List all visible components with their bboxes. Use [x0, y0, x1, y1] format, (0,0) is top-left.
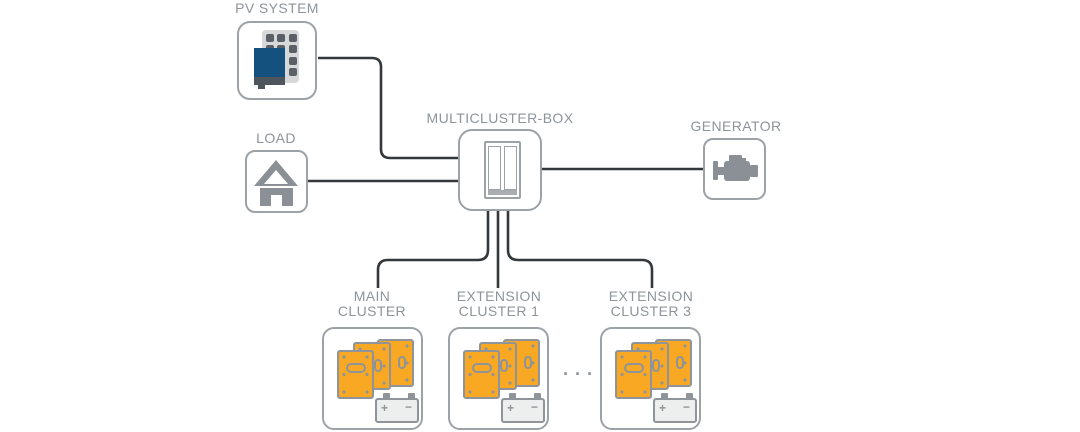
extension-cluster-1-label: EXTENSION CLUSTER 1: [456, 288, 542, 319]
connector-multicluster-to-extension-cluster-3: [506, 210, 654, 288]
inverter-icon: [615, 350, 652, 399]
extension-cluster-1-node: + −: [448, 327, 549, 430]
connector-pv-to-multicluster: [318, 56, 458, 160]
battery-minus-sign: −: [404, 400, 412, 414]
battery-terminal: [509, 393, 516, 400]
battery-plus-sign: +: [381, 401, 389, 415]
pv-inverter-foot: [258, 85, 265, 89]
battery-icon: + −: [501, 393, 545, 423]
inverter-icon: [463, 350, 500, 399]
connector-multicluster-to-main-cluster: [376, 210, 490, 288]
multicluster-box-label: MULTICLUSTER-BOX: [426, 110, 574, 126]
more-clusters-ellipsis: ···: [563, 364, 599, 384]
extension-cluster-3-label: EXTENSION CLUSTER 3: [608, 288, 694, 319]
multicluster-box-node: [458, 129, 542, 211]
battery-icon: + −: [375, 393, 419, 423]
battery-terminal: [383, 393, 390, 400]
generator-label: GENERATOR: [690, 118, 782, 134]
load-label: LOAD: [256, 130, 296, 146]
cabinet-icon: [484, 141, 521, 199]
pv-inverter-base: [254, 77, 285, 85]
battery-plus-sign: +: [659, 401, 667, 415]
inverter-icon: [337, 350, 374, 399]
engine-icon: [713, 155, 758, 181]
pv-system-node: [237, 21, 317, 100]
cabinet-base-strip: [488, 190, 517, 195]
cabinet-left-door: [488, 146, 501, 190]
pv-system-label: PV SYSTEM: [235, 0, 319, 16]
battery-plus-sign: +: [507, 401, 515, 415]
generator-node: [703, 138, 766, 200]
battery-minus-sign: −: [682, 400, 690, 414]
main-cluster-label: MAIN CLUSTER: [337, 288, 407, 319]
battery-terminal: [534, 393, 541, 400]
battery-terminal: [408, 393, 415, 400]
main-cluster-node: + −: [322, 327, 423, 430]
battery-terminal: [661, 393, 668, 400]
load-node: [245, 150, 308, 213]
battery-terminal: [686, 393, 693, 400]
battery-minus-sign: −: [530, 400, 538, 414]
cabinet-right-door: [504, 146, 517, 190]
pv-inverter-icon: [254, 48, 285, 77]
extension-cluster-3-node: + −: [600, 327, 701, 430]
battery-icon: + −: [653, 393, 697, 423]
